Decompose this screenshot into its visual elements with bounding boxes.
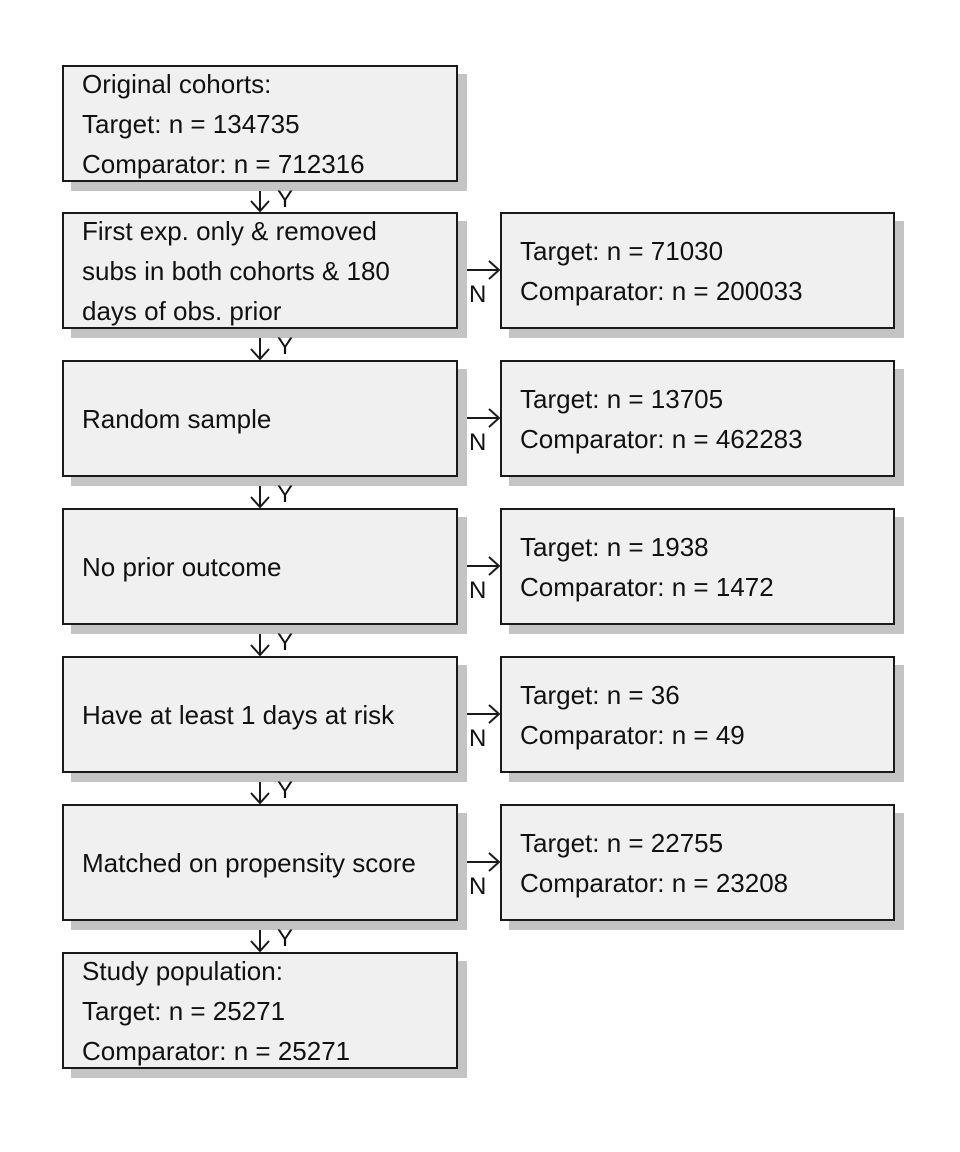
excluded-comparator: Comparator: n = 1472 [520, 571, 774, 602]
excluded-comparator: Comparator: n = 462283 [520, 423, 803, 454]
no-arrow [458, 260, 501, 280]
step-propensity-match: Matched on propensity score [62, 804, 458, 921]
no-arrow [458, 408, 501, 428]
step-line: subs in both cohorts & 180 [82, 255, 390, 286]
yes-label: Y [277, 186, 294, 213]
step-line: First exp. only & removed [82, 215, 377, 246]
no-arrow [458, 556, 501, 576]
step-line: Comparator: n = 25271 [82, 1035, 351, 1066]
excluded-box: Target: n = 36 Comparator: n = 49 [500, 656, 895, 773]
step-first-exposure: First exp. only & removed subs in both c… [62, 212, 458, 329]
step-no-prior-outcome: No prior outcome [62, 508, 458, 625]
step-line: Target: n = 25271 [82, 995, 286, 1026]
step-line: days of obs. prior [82, 295, 282, 326]
yes-label: Y [277, 925, 294, 952]
excluded-target: Target: n = 13705 [520, 383, 724, 414]
excluded-box: Target: n = 22755 Comparator: n = 23208 [500, 804, 895, 921]
yes-arrow [250, 477, 270, 509]
yes-label: Y [277, 333, 294, 360]
step-random-sample: Random sample [62, 360, 458, 477]
yes-arrow [250, 773, 270, 805]
yes-label: Y [277, 629, 294, 656]
excluded-target: Target: n = 71030 [520, 235, 724, 266]
excluded-comparator: Comparator: n = 200033 [520, 275, 803, 306]
yes-arrow [250, 182, 270, 213]
step-study-population: Study population: Target: n = 25271 Comp… [62, 952, 458, 1069]
excluded-comparator: Comparator: n = 23208 [520, 867, 789, 898]
excluded-comparator: Comparator: n = 49 [520, 719, 745, 750]
no-label: N [469, 725, 487, 752]
no-label: N [469, 429, 487, 456]
yes-arrow [250, 329, 270, 361]
yes-label: Y [277, 777, 294, 804]
excluded-box: Target: n = 1938 Comparator: n = 1472 [500, 508, 895, 625]
no-label: N [469, 577, 487, 604]
excluded-target: Target: n = 22755 [520, 827, 724, 858]
no-label: N [469, 873, 487, 900]
yes-arrow [250, 921, 270, 953]
no-arrow [458, 852, 501, 872]
step-original-cohorts: Original cohorts: Target: n = 134735 Com… [62, 65, 458, 182]
step-days-at-risk: Have at least 1 days at risk [62, 656, 458, 773]
no-arrow [458, 704, 501, 724]
step-line: Target: n = 134735 [82, 108, 300, 139]
step-line: Original cohorts: [82, 68, 272, 99]
yes-label: Y [277, 481, 294, 508]
step-line: Comparator: n = 712316 [82, 148, 365, 179]
excluded-target: Target: n = 36 [520, 679, 680, 710]
step-line: Have at least 1 days at risk [82, 699, 395, 730]
step-line: No prior outcome [82, 551, 282, 582]
step-line: Study population: [82, 955, 283, 986]
excluded-box: Target: n = 71030 Comparator: n = 200033 [500, 212, 895, 329]
step-line: Matched on propensity score [82, 847, 416, 878]
no-label: N [469, 281, 487, 308]
excluded-box: Target: n = 13705 Comparator: n = 462283 [500, 360, 895, 477]
step-line: Random sample [82, 403, 272, 434]
yes-arrow [250, 625, 270, 657]
excluded-target: Target: n = 1938 [520, 531, 709, 562]
